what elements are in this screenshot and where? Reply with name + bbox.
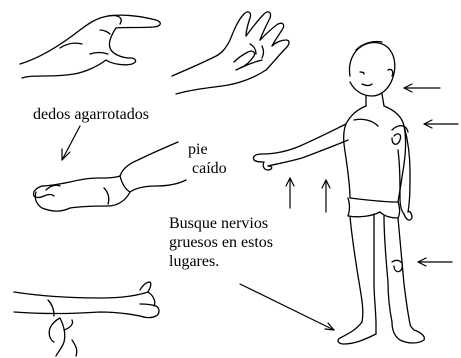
label-look-for-nerves: Busque nervios gruesos en estos lugares. [169, 214, 273, 271]
label-nerves-line-2: gruesos en estos [169, 233, 273, 252]
arrow-to-clawed-toes [62, 126, 80, 160]
hand-palm-drawing [172, 12, 289, 94]
label-foot-drop-line-2: caído [188, 159, 227, 178]
label-nerves-line-1: Busque nervios [169, 214, 273, 233]
arm-exam-drawing [14, 282, 159, 356]
label-clawed-fingers: dedos agarrotados [33, 105, 149, 124]
label-clawed-fingers-text: dedos agarrotados [33, 106, 149, 123]
foot-drop-drawing [33, 142, 186, 211]
hand-back-drawing [20, 15, 160, 78]
label-nerves-line-3: lugares. [169, 252, 273, 271]
label-foot-drop: pie caído [188, 140, 227, 178]
arrow-ankle [240, 284, 334, 330]
label-foot-drop-line-1: pie [188, 140, 227, 159]
boy-figure-drawing [253, 41, 424, 344]
